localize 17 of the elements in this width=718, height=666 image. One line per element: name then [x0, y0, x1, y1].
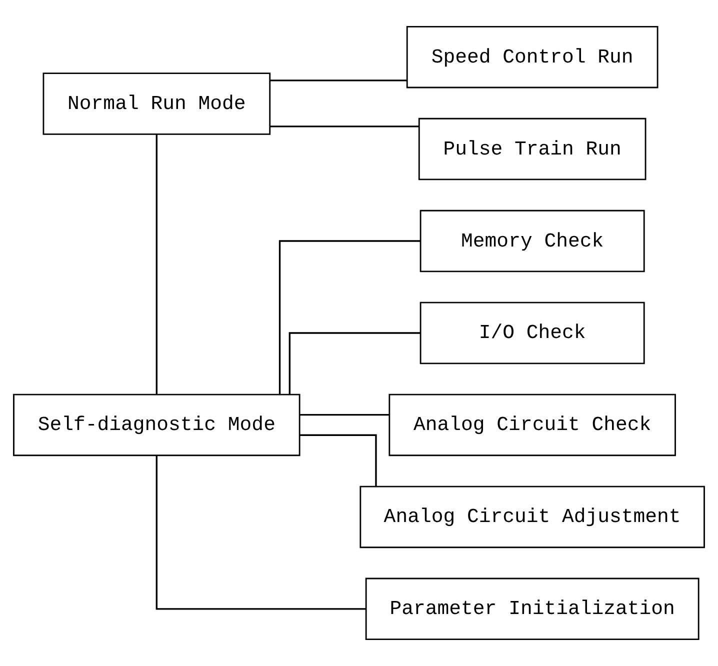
connector: [270, 80, 407, 82]
node-box: Speed Control Run: [406, 26, 658, 88]
connector: [300, 434, 377, 486]
node-box: Parameter Initialization: [365, 578, 700, 640]
connector: [156, 134, 158, 394]
connector: [278, 240, 420, 394]
connector: [270, 126, 419, 128]
node-box: I/O Check: [420, 302, 645, 364]
node-box: Pulse Train Run: [418, 118, 646, 180]
node-box: Memory Check: [420, 210, 645, 272]
node-box: Self-diagnostic Mode: [13, 394, 300, 456]
connector: [300, 414, 389, 416]
node-box: Normal Run Mode: [42, 72, 271, 135]
connector: [288, 332, 420, 394]
node-box: Analog Circuit Adjustment: [360, 486, 705, 548]
node-box: Analog Circuit Check: [388, 394, 676, 456]
connector: [156, 456, 366, 610]
